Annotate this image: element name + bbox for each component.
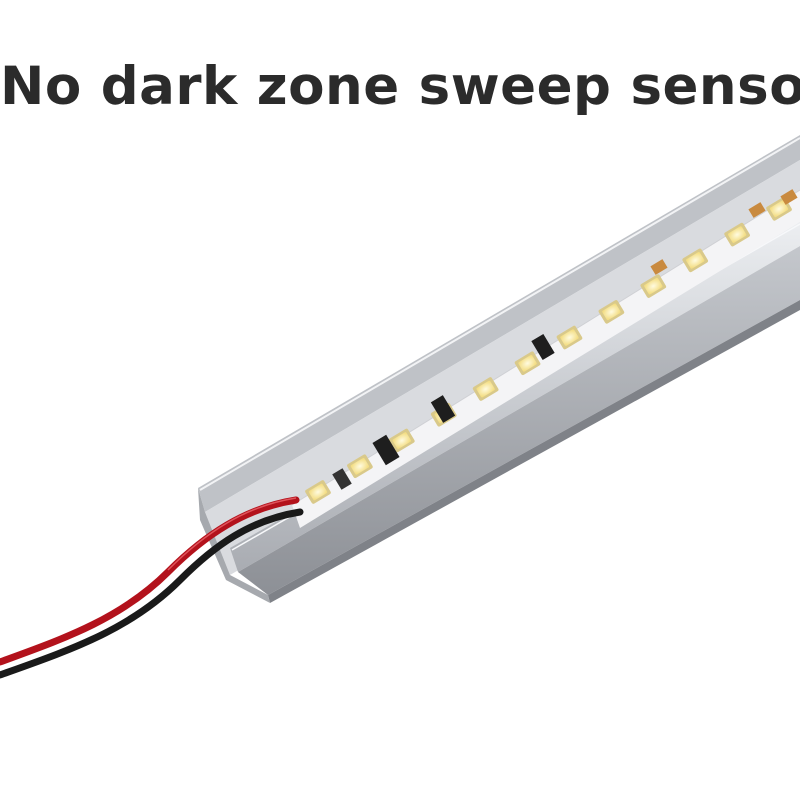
led-chip xyxy=(476,380,495,398)
led-chip xyxy=(644,277,663,295)
led-chip xyxy=(769,200,789,218)
led-chip xyxy=(560,329,579,346)
sensor-ic xyxy=(332,189,798,490)
led-chip xyxy=(308,483,328,501)
headline: No dark zone sweep sensor xyxy=(0,56,800,117)
led-chip xyxy=(686,252,705,269)
led-chip xyxy=(518,355,537,372)
led-chip xyxy=(602,303,621,321)
power-wire xyxy=(0,496,304,679)
led-strip xyxy=(291,189,800,528)
led-chip xyxy=(392,432,411,449)
led-chip xyxy=(350,457,370,475)
led-chip xyxy=(727,226,747,243)
aluminum-profile xyxy=(198,135,800,603)
led-chips xyxy=(305,197,792,504)
